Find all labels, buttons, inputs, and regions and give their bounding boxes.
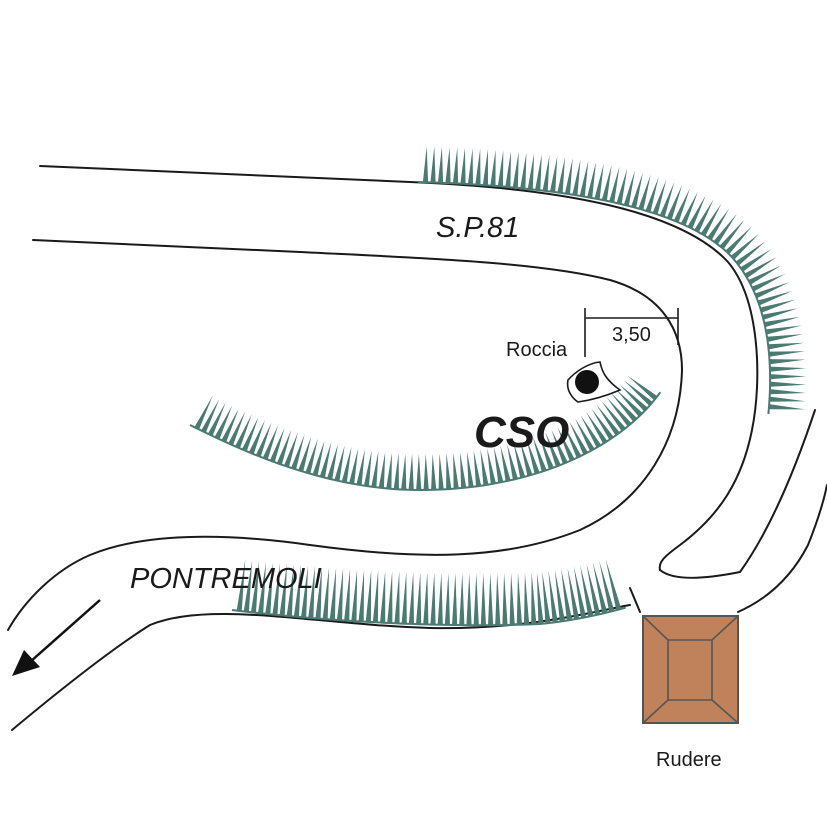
escarpment-inner-curve [189, 375, 662, 491]
hatch-c-base [231, 606, 626, 627]
arrow-down-left-icon [12, 599, 101, 676]
label-pontremoli: PONTREMOLI [130, 563, 322, 595]
road-network [7, 165, 827, 731]
distance-bracket [584, 308, 679, 357]
hatch-a-base [417, 181, 772, 415]
sp81-inner-edge [7, 239, 683, 631]
side-road-left-edge [659, 409, 816, 579]
label-site: CSO [474, 408, 569, 457]
hatch-a-teeth [422, 146, 807, 410]
hatch-c-teeth [236, 559, 622, 626]
side-road-right-edge [737, 484, 827, 613]
rock-dot-icon [566, 361, 622, 403]
escarpment-lower [231, 559, 626, 627]
ruin-roof-ridges [642, 615, 739, 724]
ruin-building [642, 615, 739, 724]
label-ruin: Rudere [656, 749, 722, 771]
hatch-b-teeth [194, 375, 658, 490]
label-rock: Roccia [506, 339, 568, 361]
sp81-outer-edge [39, 165, 759, 571]
hatch-b-base [189, 391, 662, 491]
label-sp81: S.P.81 [436, 212, 519, 244]
label-distance: 3,50 [612, 324, 651, 346]
junction-edge [629, 587, 641, 613]
escarpment-upper-right [417, 146, 807, 415]
ruin-roof [642, 615, 739, 724]
